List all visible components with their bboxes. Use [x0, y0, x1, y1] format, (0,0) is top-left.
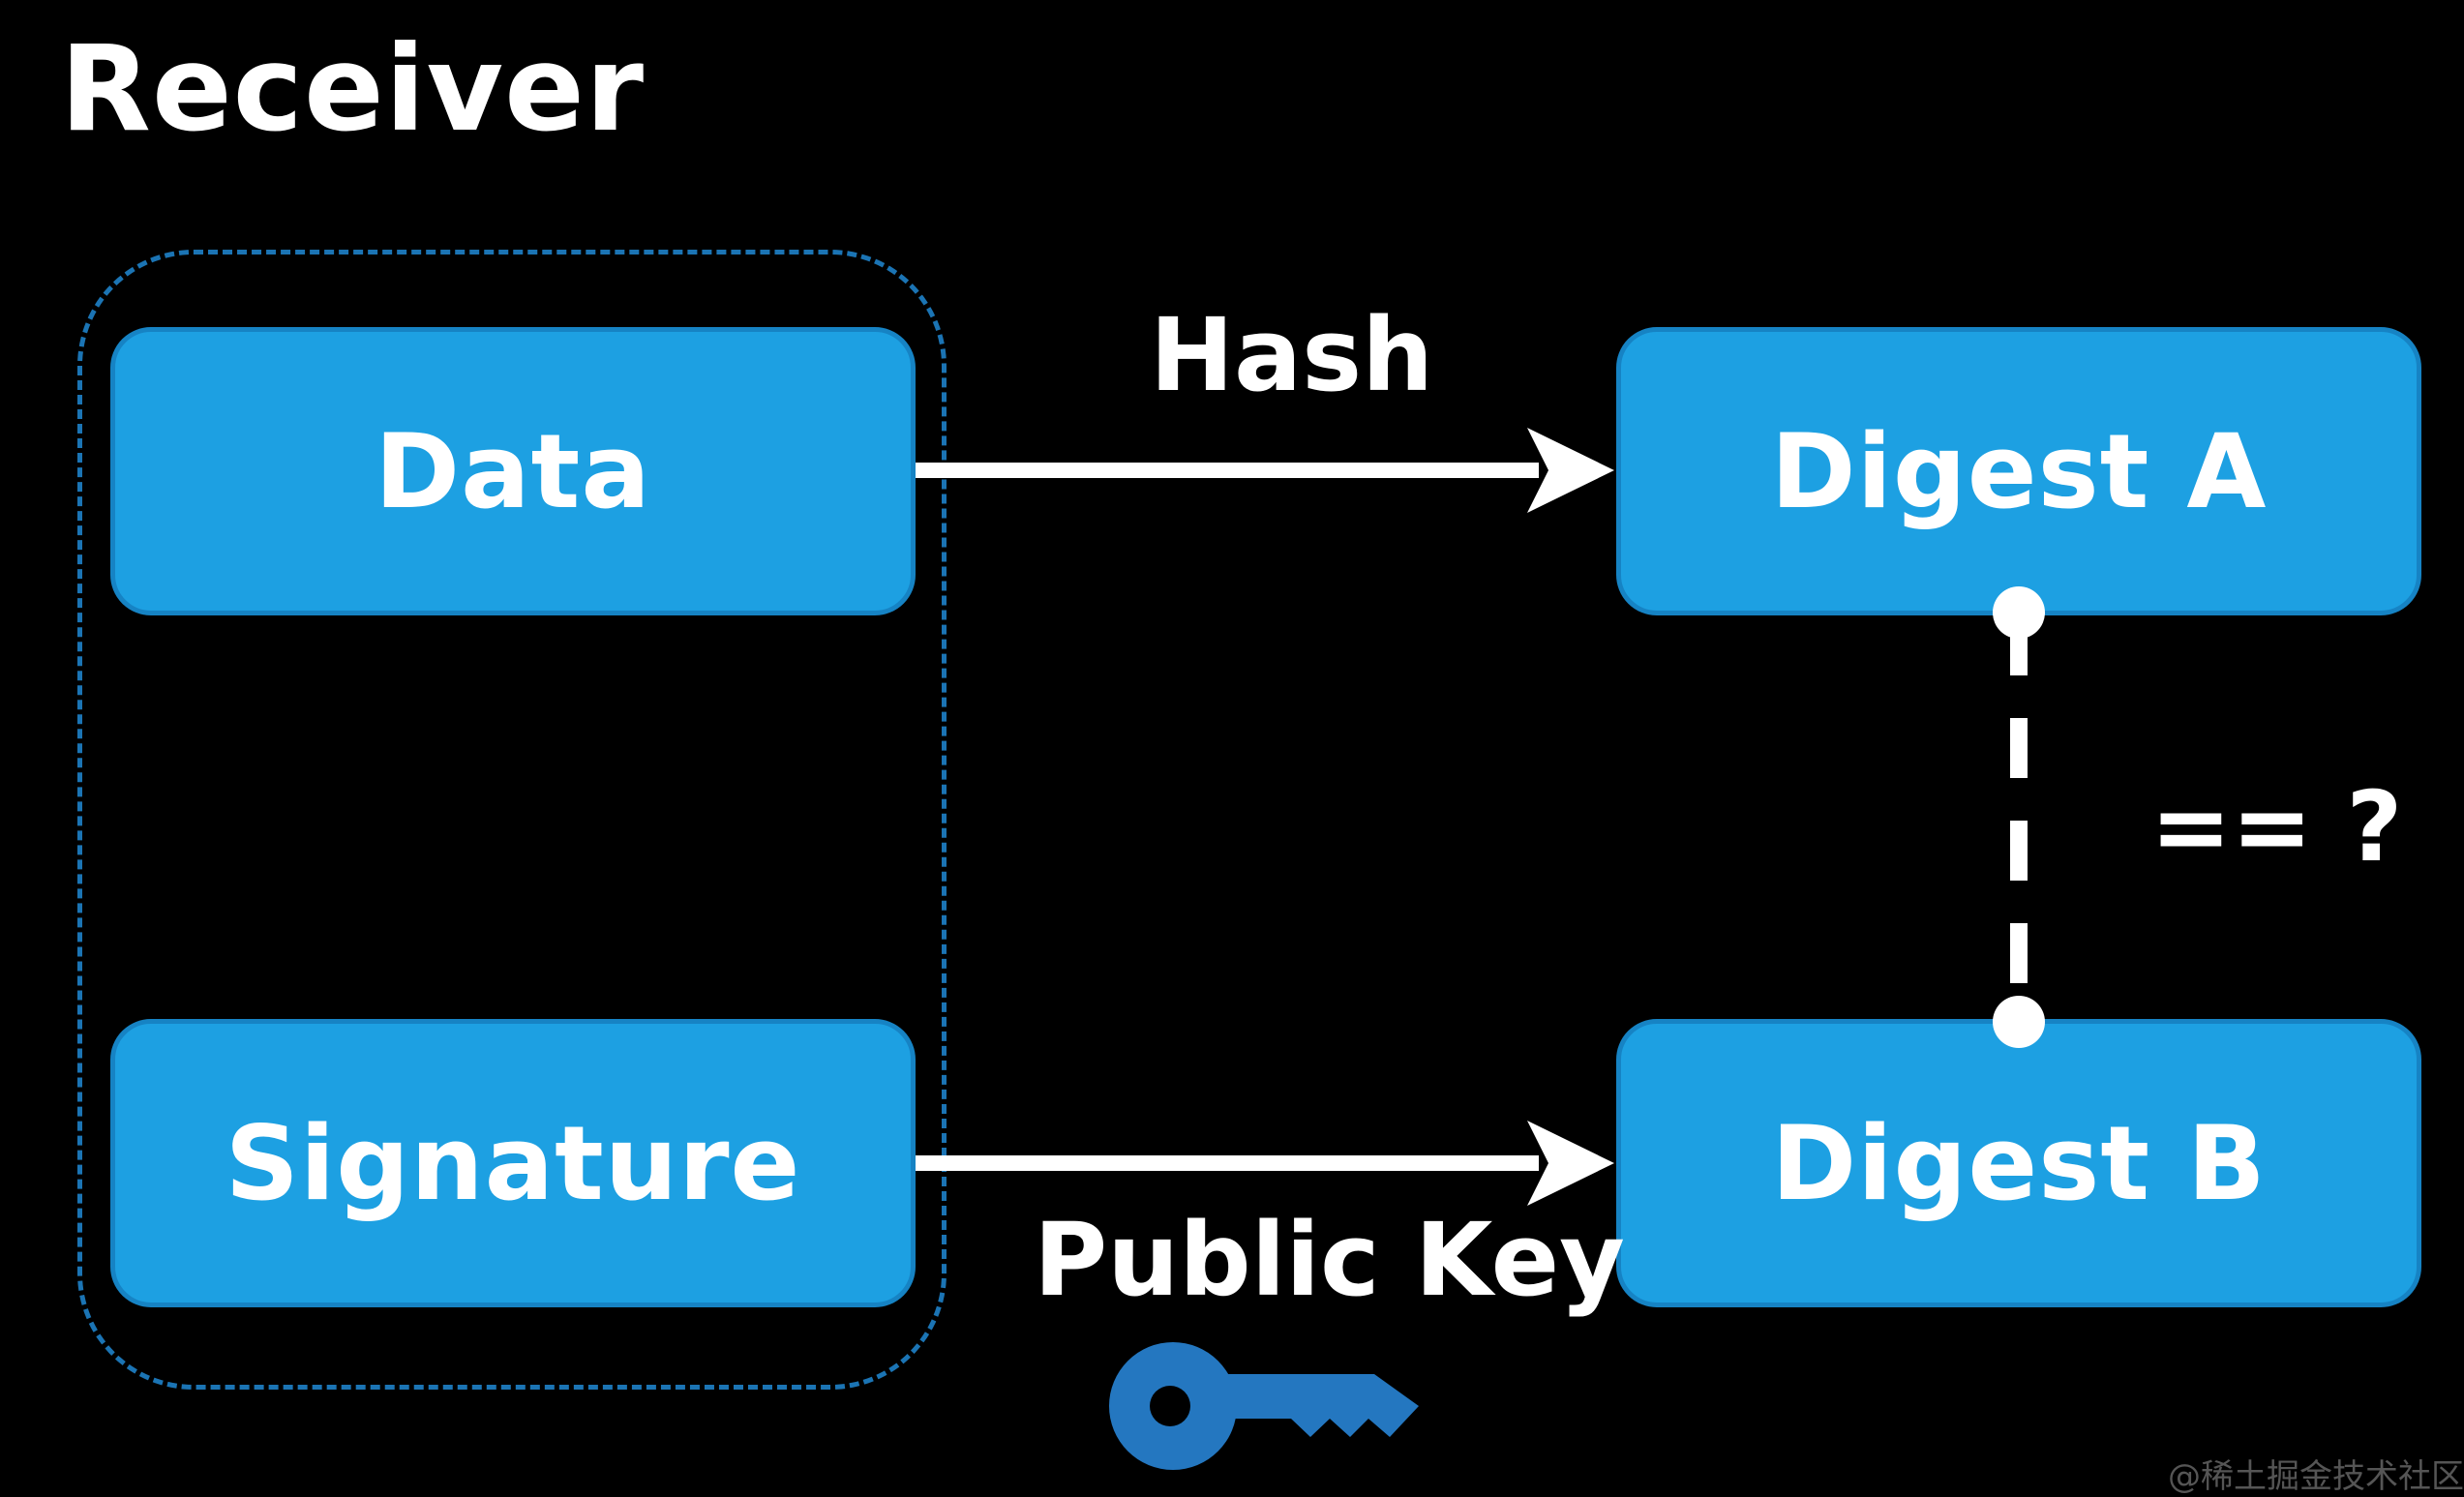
key-icon — [1109, 1342, 1419, 1470]
signature-box-label: Signature — [225, 1103, 801, 1223]
comparison-label: == ? — [2150, 770, 2403, 883]
receiver-group-outline — [77, 250, 947, 1390]
data-box: Data — [110, 327, 916, 615]
diagram-title: Receiver — [60, 20, 646, 158]
data-box-label: Data — [375, 411, 651, 531]
watermark: @稀土掘金技术社区 — [2168, 1457, 2464, 1496]
signature-box: Signature — [110, 1019, 916, 1307]
comparison-connector — [1993, 586, 2045, 1048]
hash-label: Hash — [1150, 296, 1434, 414]
digest-a-box-label: Digest A — [1770, 411, 2268, 531]
public-key-label: Public Key — [1034, 1201, 1625, 1319]
digest-b-box-label: Digest B — [1771, 1103, 2267, 1223]
public-key-arrow — [916, 1121, 1614, 1206]
digest-b-box: Digest B — [1616, 1019, 2421, 1307]
hash-arrow — [916, 428, 1614, 513]
